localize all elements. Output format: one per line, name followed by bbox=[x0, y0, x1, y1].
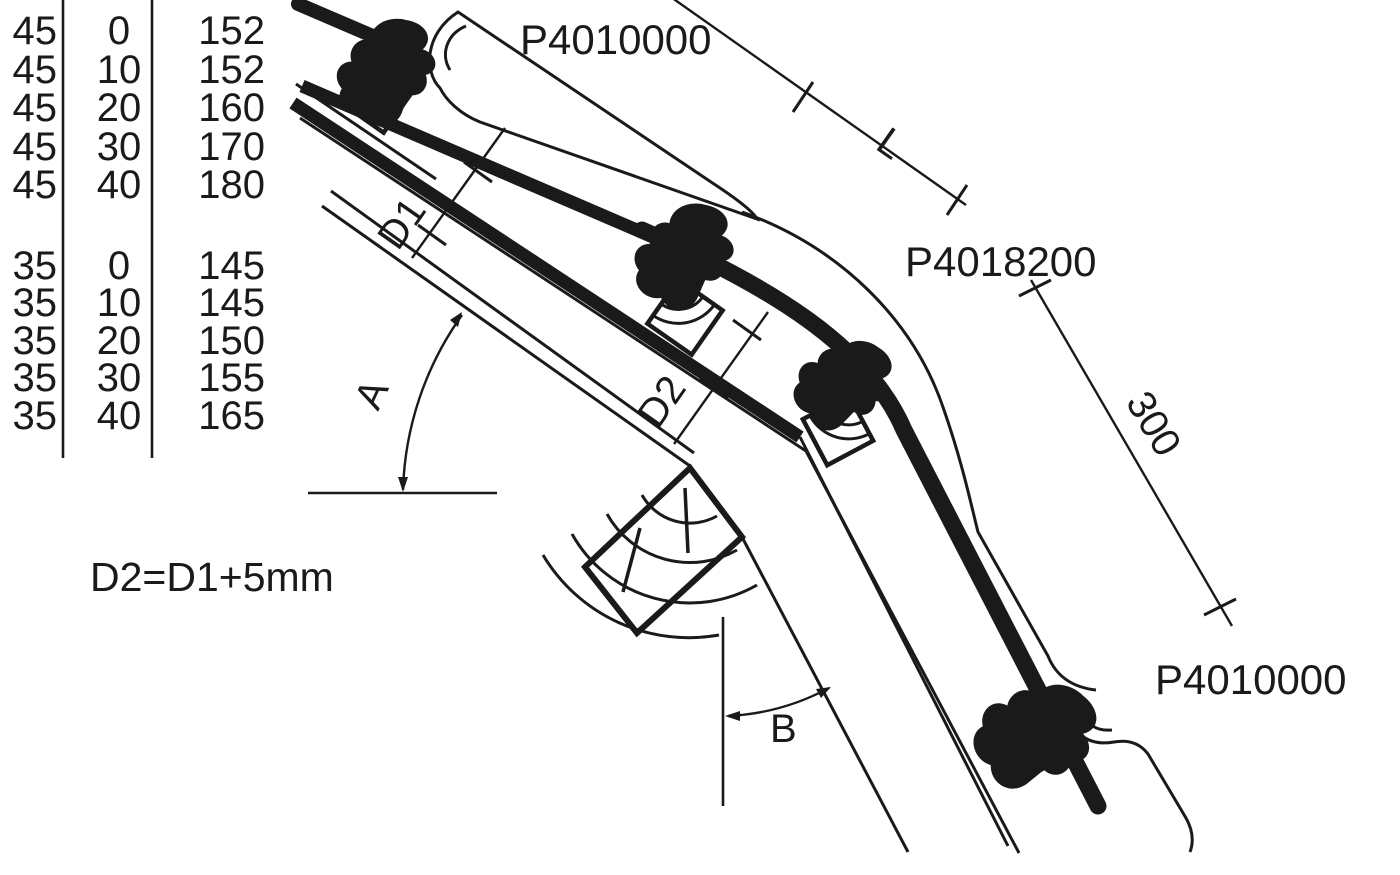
clip bbox=[973, 684, 1097, 789]
table-cell: 145 bbox=[198, 244, 265, 288]
table-cell: 45 bbox=[13, 86, 58, 130]
left-deck-line-lower bbox=[321, 204, 691, 468]
formula-d2-d1: D2=D1+5mm bbox=[90, 554, 334, 600]
table-cell: 0 bbox=[108, 244, 130, 288]
dim-tick bbox=[463, 160, 493, 184]
purlin-hatch-line bbox=[683, 487, 690, 554]
clip-body bbox=[634, 203, 734, 310]
clip-body bbox=[336, 18, 436, 126]
clip-body bbox=[793, 340, 892, 431]
dimensions bbox=[308, 0, 1237, 806]
dim-line-D1 bbox=[411, 127, 506, 259]
table-cell: 35 bbox=[13, 281, 58, 325]
table-cell: 45 bbox=[13, 163, 58, 207]
table-cell: 40 bbox=[97, 163, 142, 207]
purlin-hatch-line bbox=[621, 527, 642, 593]
clip-body bbox=[973, 684, 1097, 789]
left-deck-line-upper bbox=[330, 189, 695, 455]
table-cell: 150 bbox=[198, 319, 265, 363]
right-surface-line bbox=[798, 436, 1010, 847]
table-cell: 30 bbox=[97, 125, 142, 169]
purlin-grain-arc bbox=[640, 494, 718, 525]
table-text: 45 0 152 45 10 152 45 20 160 45 30 170 4… bbox=[13, 9, 266, 438]
dim-tick bbox=[791, 81, 815, 113]
dim-line-L bbox=[673, 0, 967, 206]
purlin-grain-arc bbox=[541, 554, 720, 640]
part-number-top: P4010000 bbox=[520, 16, 712, 63]
dim-tick bbox=[1203, 597, 1237, 617]
roof-structure bbox=[289, 0, 1194, 854]
ridge-tile-1-outline bbox=[428, 10, 761, 222]
table-cell: 35 bbox=[13, 394, 58, 438]
angle-b-arrow-right bbox=[816, 687, 831, 698]
clip bbox=[336, 18, 436, 126]
dim-tick bbox=[1018, 278, 1052, 298]
dim-tick bbox=[699, 376, 729, 400]
table-cell: 10 bbox=[97, 281, 142, 325]
purlin-grain-arc bbox=[605, 513, 738, 565]
batten-grain-arc bbox=[652, 303, 716, 325]
ridge-tile-1-endcap-inner bbox=[444, 24, 467, 71]
table-cell: 145 bbox=[198, 281, 265, 325]
clip bbox=[634, 203, 734, 310]
dim-tick bbox=[732, 318, 762, 342]
transition-piece-outline bbox=[741, 210, 1097, 692]
table-cell: 35 bbox=[13, 244, 58, 288]
clip bbox=[793, 340, 892, 431]
pitch-distance-table bbox=[61, 0, 154, 458]
table-cell: 10 bbox=[97, 48, 142, 92]
purlin-grain-arc bbox=[570, 533, 758, 605]
table-cell: 165 bbox=[198, 394, 265, 438]
table-cell: 35 bbox=[13, 356, 58, 400]
part-number-bottom: P4010000 bbox=[1155, 656, 1347, 703]
left-pan-tile-band bbox=[289, 97, 804, 443]
tile-clips bbox=[336, 18, 1097, 789]
angle-a-arc bbox=[401, 314, 463, 491]
dim-line-300 bbox=[1029, 279, 1234, 627]
table-cell: 180 bbox=[198, 163, 265, 207]
table-cell: 170 bbox=[198, 125, 265, 169]
angle-label-B: B bbox=[770, 707, 797, 751]
dim-tick bbox=[417, 223, 447, 247]
table-cell: 0 bbox=[108, 9, 130, 53]
table-cell: 35 bbox=[13, 319, 58, 363]
angle-b-arrow-left bbox=[725, 711, 740, 721]
table-cell: 20 bbox=[97, 86, 142, 130]
angle-a-arrow-down bbox=[398, 477, 408, 492]
table-cell: 152 bbox=[198, 48, 265, 92]
table-cell: 20 bbox=[97, 319, 142, 363]
table-cell: 45 bbox=[13, 9, 58, 53]
table-cell: 40 bbox=[97, 394, 142, 438]
dim-tick bbox=[945, 184, 969, 216]
table-cell: 45 bbox=[13, 48, 58, 92]
table-cell: 30 bbox=[97, 356, 142, 400]
table-cell: 155 bbox=[198, 356, 265, 400]
table-cell: 152 bbox=[198, 9, 265, 53]
part-number-middle: P4018200 bbox=[905, 238, 1097, 285]
angle-a-arrow-up bbox=[450, 312, 462, 327]
table-cell: 160 bbox=[198, 86, 265, 130]
ridge-purlin bbox=[541, 463, 758, 640]
table-cell: 45 bbox=[13, 125, 58, 169]
right-rafter-line bbox=[740, 536, 910, 853]
